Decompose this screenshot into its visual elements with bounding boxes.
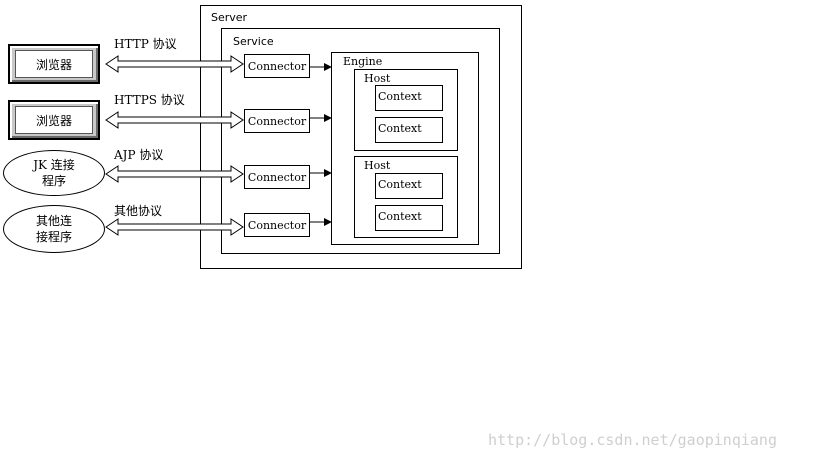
other-client-label-line2: 接程序 [35, 230, 72, 244]
protocol-label-https: HTTPS 协议 [114, 93, 185, 107]
browser-client-1: 浏览器 [8, 44, 100, 84]
host-label-2: Host [364, 159, 391, 172]
browser-client-2-label: 浏览器 [15, 106, 93, 134]
double-arrow-other [105, 218, 244, 236]
connector-box-2: Connector [244, 109, 310, 133]
double-arrow-ajp [105, 165, 244, 183]
protocol-label-http: HTTP 协议 [114, 37, 177, 51]
jk-client-label-line2: 程序 [41, 174, 66, 188]
service-label: Service [233, 35, 274, 48]
engine-label: Engine [343, 55, 383, 68]
host-label-1: Host [364, 72, 391, 85]
connector-box-4: Connector [244, 213, 310, 237]
other-connector-client: 其他连 接程序 [3, 205, 105, 253]
double-arrow-https [105, 111, 244, 129]
browser-client-1-label: 浏览器 [15, 50, 93, 78]
protocol-label-other: 其他协议 [114, 204, 163, 218]
jk-connector-client: JK 连接 程序 [3, 150, 105, 196]
context-box-4: Context [375, 205, 443, 231]
other-client-label-line1: 其他连 [35, 214, 72, 228]
jk-client-label-line1: JK 连接 [33, 158, 75, 172]
watermark-text: http://blog.csdn.net/gaopinqiang [488, 431, 777, 449]
connector-box-3: Connector [244, 165, 310, 189]
context-box-2: Context [375, 117, 443, 143]
context-box-1: Context [375, 85, 443, 111]
double-arrow-http [105, 55, 244, 73]
context-box-3: Context [375, 173, 443, 199]
protocol-label-ajp: AJP 协议 [114, 148, 164, 162]
browser-client-2: 浏览器 [8, 100, 100, 140]
connector-box-1: Connector [244, 54, 310, 78]
server-label: Server [211, 11, 248, 24]
